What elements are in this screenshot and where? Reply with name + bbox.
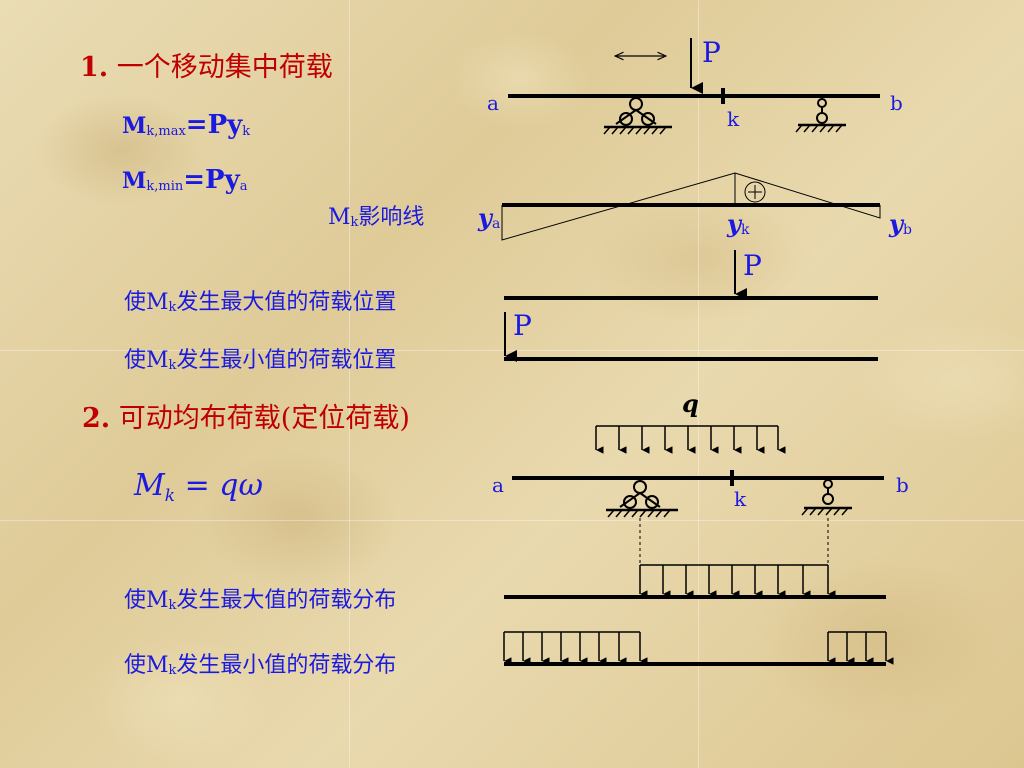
formula-mk-min: Mk,min=Pya [122, 165, 248, 195]
point-k-label-2: k [734, 487, 747, 511]
roller-support-icon [795, 98, 846, 133]
end-a-label-2: a [492, 473, 504, 497]
load-p-label: P [702, 36, 721, 69]
yb-label: yb [888, 209, 912, 238]
max-position-label: 使Mk发生最大值的荷载位置 [124, 290, 397, 315]
pin-support-icon [606, 480, 678, 518]
plus-sign-icon [744, 181, 766, 203]
pin-support-icon [603, 97, 672, 135]
formula-mk-max: Mk,max=Pyk [122, 110, 251, 140]
end-b-label-2: b [896, 473, 909, 497]
min-distribution-label: 使Mk发生最小值的荷载分布 [124, 653, 397, 678]
beam-1 [508, 88, 880, 104]
load-p-min-label: P [513, 309, 532, 342]
end-b-label: b [890, 91, 903, 115]
max-position-beam [504, 250, 878, 300]
background-grid-line [0, 520, 1024, 521]
load-p-max-label: P [743, 249, 762, 282]
background-grid-line [698, 0, 699, 768]
formula-mk-q-omega: Mk = qω [134, 468, 263, 506]
point-k-label: k [727, 107, 740, 131]
influence-line [501, 172, 881, 241]
section2-title: 2. 可动均布荷载(定位荷载) [82, 403, 410, 434]
end-a-label: a [487, 91, 499, 115]
yk-label: yk [726, 209, 750, 238]
projection-lines [639, 518, 829, 565]
beam-2 [512, 470, 884, 486]
min-position-beam [504, 312, 878, 362]
min-position-label: 使Mk发生最小值的荷载位置 [124, 348, 397, 373]
distributed-load-q [595, 425, 786, 454]
q-label: q [682, 389, 699, 418]
section1-title: 1. 一个移动集中荷载 [80, 52, 333, 83]
influence-line-label: Mk影响线 [328, 205, 425, 230]
min-distribution-beam [503, 631, 894, 666]
ya-label: ya [477, 203, 500, 232]
max-distribution-label: 使Mk发生最大值的荷载分布 [124, 588, 397, 613]
max-distribution-beam [504, 564, 886, 599]
background-grid-line [349, 0, 350, 768]
roller-support-icon [801, 479, 852, 516]
